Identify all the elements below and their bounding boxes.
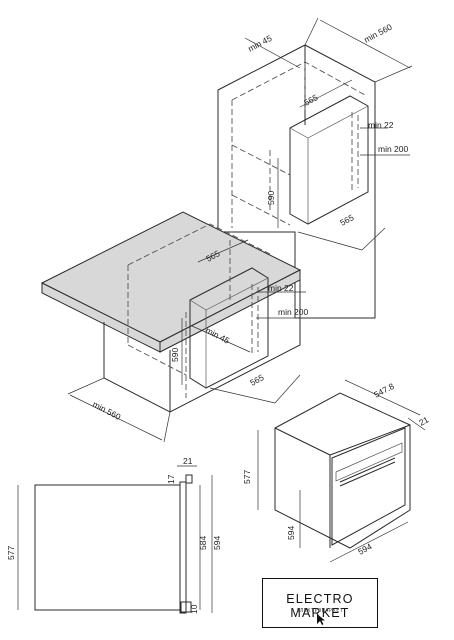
label-590-top: 590 [266,191,276,205]
label-577-side: 577 [6,546,16,560]
oven-side-view [17,465,213,614]
label-min22-low: min 22 [268,283,294,293]
dimension-lines [67,17,413,443]
tall-cabinet [217,44,376,319]
logo-title: ELECTRO MARKET [286,592,354,620]
label-547-8: 547.8 [372,381,396,400]
label-577-right: 577 [242,470,252,484]
electro-market-logo: ELECTRO MARKET ЭЛЕКТРОМАРКЕТ [262,578,378,628]
lower-cabinet [40,211,302,413]
label-21-side: 21 [183,456,193,466]
label-min200-top: min 200 [378,144,409,154]
label-594-right-v: 594 [286,526,296,540]
label-594-right-h: 594 [356,541,373,557]
label-min22-top: min 22 [368,120,394,130]
label-565-mid: 565 [338,212,355,228]
label-min45-top: min 45 [246,33,273,54]
label-min560-low: min 560 [91,399,123,422]
oven-isometric [257,379,426,563]
label-594-side: 594 [212,536,222,550]
label-590-low: 590 [170,348,180,362]
label-10-side: 10 [189,604,199,614]
label-min45-low: min 45 [204,325,231,346]
logo-subtitle: ЭЛЕКТРОМАРКЕТ [296,608,344,614]
label-min560-top: min 560 [362,22,394,45]
label-17-side: 17 [166,474,176,484]
label-565-low: 565 [248,372,265,388]
cursor-icon [317,614,325,625]
label-21-right: 21 [417,414,430,427]
label-584-side: 584 [198,536,208,550]
label-min200-low: min 200 [278,307,309,317]
